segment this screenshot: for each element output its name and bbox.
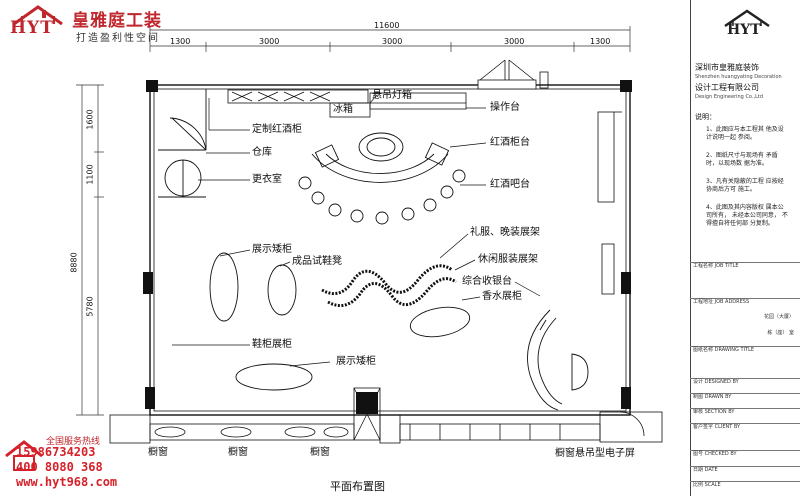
row-scale: 比例 SCALE — [690, 481, 800, 495]
company-name-cn-1: 深圳市皇雅庭装饰 — [695, 63, 759, 72]
row-job-address: 工程地址 JOB ADDRESS — [690, 298, 800, 312]
row-date: 日期 DATE — [690, 466, 800, 480]
row-section-by: 审核 SECTION BY — [690, 408, 800, 422]
row-drawing-title: 图纸名称 DRAWING TITLE — [690, 346, 800, 376]
row-client-by: 客户签字 CLIENT BY — [690, 423, 800, 437]
gown-display-rack — [321, 264, 457, 308]
row-job-title: 工程名称 JOB TITLE — [690, 262, 800, 288]
storage-partition — [158, 89, 207, 198]
dim-left-segment-2: 1100 — [85, 164, 95, 185]
bottom-windows — [109, 387, 663, 444]
dim-top-segment-4: 3000 — [504, 37, 525, 46]
left-dimension-lines — [76, 84, 104, 416]
plan-title: 平面布置图 — [330, 480, 385, 493]
leader-lines — [172, 95, 541, 367]
dim-left-total: 8880 — [69, 252, 79, 273]
floor-plan-drawing — [76, 26, 663, 444]
label-cashier: 综合收银台 — [462, 276, 512, 287]
contact-phone-2: 400 8080 368 — [16, 460, 103, 474]
dim-top-segment-2: 3000 — [259, 37, 280, 46]
row-checked-by: 图号 CHECKED BY — [690, 450, 800, 464]
label-leisure-rack: 休闲服装展架 — [478, 254, 538, 265]
label-shoe-cabinet: 鞋柜展柜 — [252, 339, 292, 350]
company-name-en-2: Design Engineering Co.,Ltd — [695, 94, 764, 100]
company-name-cn-2: 设计工程有限公司 — [695, 83, 759, 92]
display-cabinets — [209, 252, 471, 391]
note-3: 3、凡有关隐蔽的工程 应按经协商后方可 施工。 — [706, 178, 784, 193]
dim-left-segment-1: 1600 — [85, 109, 95, 130]
label-hanging-lightbox: 悬吊灯箱 — [372, 90, 412, 101]
right-wall-racks — [597, 111, 622, 295]
bottom-columns — [356, 392, 378, 414]
dim-top-segment-5: 1300 — [590, 37, 611, 46]
structural-columns — [143, 80, 632, 409]
title-block: HYT 深圳市皇雅庭装饰 Shenzhen huangyating Decora… — [690, 0, 800, 496]
brand-slogan: 打造盈利性空间 — [76, 33, 160, 44]
label-fridge: 冰箱 — [333, 104, 353, 115]
contact-phone-1: 15986734203 — [16, 445, 96, 459]
entrance-doors — [477, 59, 549, 90]
cashier-counter — [527, 309, 589, 411]
label-custom-wine-cabinet: 定制红酒柜 — [252, 124, 302, 135]
contact-website: www.hyt968.com — [16, 475, 118, 489]
house-watermark-icon — [5, 440, 43, 471]
brand-logo-letters: HYT — [10, 18, 54, 38]
dim-top-segment-1: 1300 — [170, 37, 191, 46]
title-block-house-icon — [724, 9, 770, 28]
title-block-rows: 工程名称 JOB TITLE 工程地址 JOB ADDRESS 花园（大厦） 栋… — [690, 0, 800, 496]
row-designed-by: 设计 DESIGNED BY — [690, 378, 800, 392]
dim-top-segment-3: 3000 — [382, 37, 403, 46]
dim-total-width: 11600 — [374, 21, 400, 30]
row-building: 栋（座） 室 — [767, 330, 794, 336]
dim-left-segment-3: 5780 — [85, 296, 95, 317]
bar-stools — [298, 169, 466, 225]
company-name-en-1: Shenzhen huangyating Decoration — [695, 74, 782, 80]
row-drawn-by: 制图 DRAWN BY — [690, 393, 800, 407]
brand-name: 皇雅庭工装 — [72, 11, 162, 31]
label-wine-bar: 红酒吧台 — [490, 179, 530, 190]
custom-wine-cabinet — [227, 89, 467, 118]
top-dimension-lines — [149, 26, 631, 52]
row-garden: 花园（大厦） — [763, 314, 794, 320]
label-window-screen: 橱窗悬吊型电子屏 — [555, 448, 635, 459]
label-display-short-cabinet-1: 展示矮柜 — [252, 244, 292, 255]
label-perfume-cabinet: 香水展柜 — [482, 291, 522, 302]
label-window-2: 橱窗 — [228, 447, 248, 458]
note-2: 2、图纸尺寸与现场有 矛盾时，以现场数 据为准。 — [706, 152, 778, 167]
label-wine-counter: 红酒柜台 — [490, 137, 530, 148]
label-window-3: 橱窗 — [310, 447, 330, 458]
wine-bar-counter — [311, 132, 450, 183]
label-gown-rack: 礼服、晚装展架 — [470, 227, 540, 238]
note-4: 4、此图及其内容版权 属本公司所有， 未经本公司同意， 不得擅自将任何部 分复制… — [706, 204, 788, 227]
label-fitting-stool: 成品试鞋凳 — [292, 256, 342, 267]
service-hotline-label: 全国服务热线 — [46, 437, 101, 447]
label-operation-table: 操作台 — [490, 102, 520, 113]
note-1: 1、此图应与本工程其 他及设计说明一起 参阅。 — [706, 126, 784, 141]
label-window-1: 橱窗 — [148, 447, 168, 458]
label-changing-room: 更衣室 — [252, 174, 282, 185]
house-logo-icon — [13, 5, 63, 26]
label-warehouse: 仓库 — [252, 147, 272, 158]
label-display-short-cabinet-2: 展示矮柜 — [336, 356, 376, 367]
notes-heading: 说明： — [695, 113, 716, 121]
title-block-logo-letters: HYT — [727, 22, 761, 38]
